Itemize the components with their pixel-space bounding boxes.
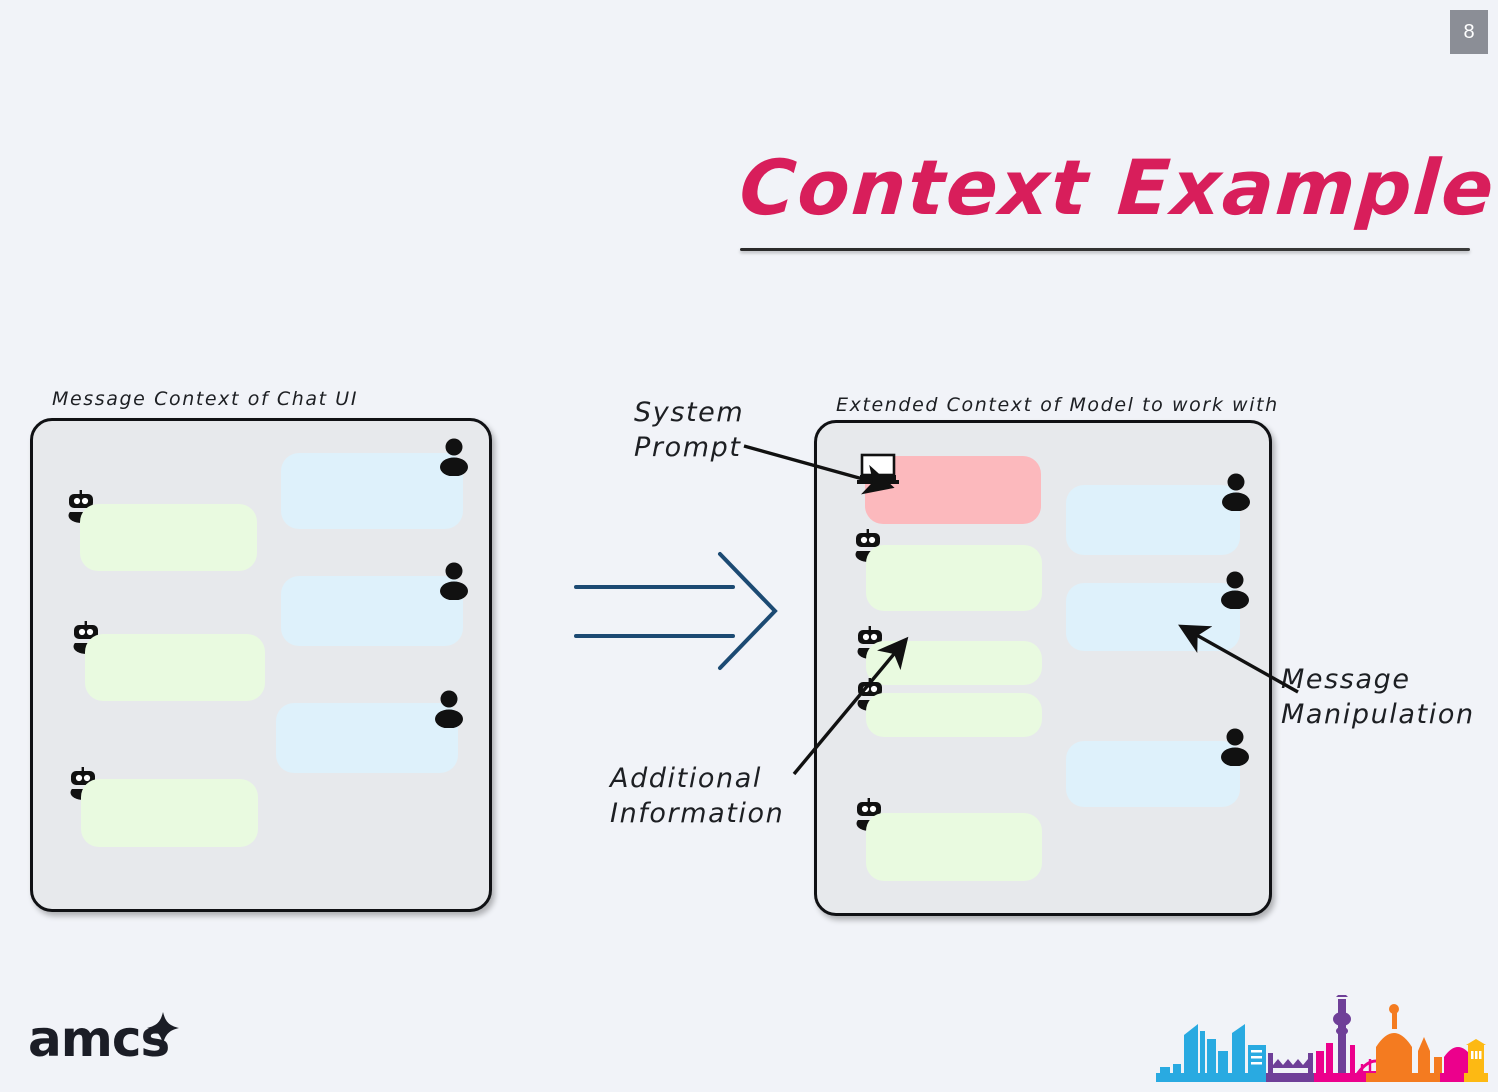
person-icon xyxy=(440,438,468,476)
person-icon xyxy=(1221,571,1249,609)
callout-manipulation-line2: Manipulation xyxy=(1281,698,1475,730)
bubble-bot xyxy=(866,545,1042,611)
callout-system-prompt-line1: System xyxy=(634,397,745,428)
right-panel-caption: Extended Context of Model to work with xyxy=(836,394,1279,416)
svg-text:amcs: amcs xyxy=(28,1010,169,1068)
title-underline xyxy=(740,248,1470,251)
bubble-bot xyxy=(80,504,257,571)
bubble-user xyxy=(1066,485,1240,555)
title-block: Context Example xyxy=(736,143,1498,251)
bubble-user xyxy=(281,576,463,646)
callout-additional-line2: Information xyxy=(610,797,785,829)
person-icon xyxy=(1221,728,1249,766)
bubble-bot xyxy=(866,693,1042,737)
callout-message-manipulation: Message Manipulation xyxy=(1281,663,1475,732)
left-panel-caption: Message Context of Chat UI xyxy=(52,388,359,410)
bubble-bot xyxy=(81,779,258,847)
callout-manipulation-line1: Message xyxy=(1281,664,1411,695)
city-skyline-graphic xyxy=(1156,995,1488,1082)
pointer-arrow-message-manipulation xyxy=(1178,624,1299,694)
person-icon xyxy=(1222,473,1250,511)
amcs-logo: amcs xyxy=(28,1010,179,1068)
page-title: Context Example xyxy=(736,143,1498,232)
pointer-arrow-system-prompt xyxy=(743,444,895,495)
bubble-user xyxy=(276,703,458,773)
callout-additional-line1: Additional xyxy=(610,763,763,794)
chat-panel-left xyxy=(30,418,492,912)
bubble-bot xyxy=(85,634,265,701)
page-number-badge: 8 xyxy=(1450,10,1488,54)
callout-additional-information: Additional Information xyxy=(610,762,784,831)
bubble-user xyxy=(281,453,463,529)
transition-arrow-icon xyxy=(574,552,778,670)
bubble-user xyxy=(1066,741,1240,807)
person-icon xyxy=(435,690,463,728)
person-icon xyxy=(440,562,468,600)
bubble-bot xyxy=(866,813,1042,881)
callout-system-prompt-line2: Prompt xyxy=(634,431,742,463)
callout-system-prompt: System Prompt xyxy=(634,396,744,465)
pointer-arrow-additional-information xyxy=(792,636,909,776)
